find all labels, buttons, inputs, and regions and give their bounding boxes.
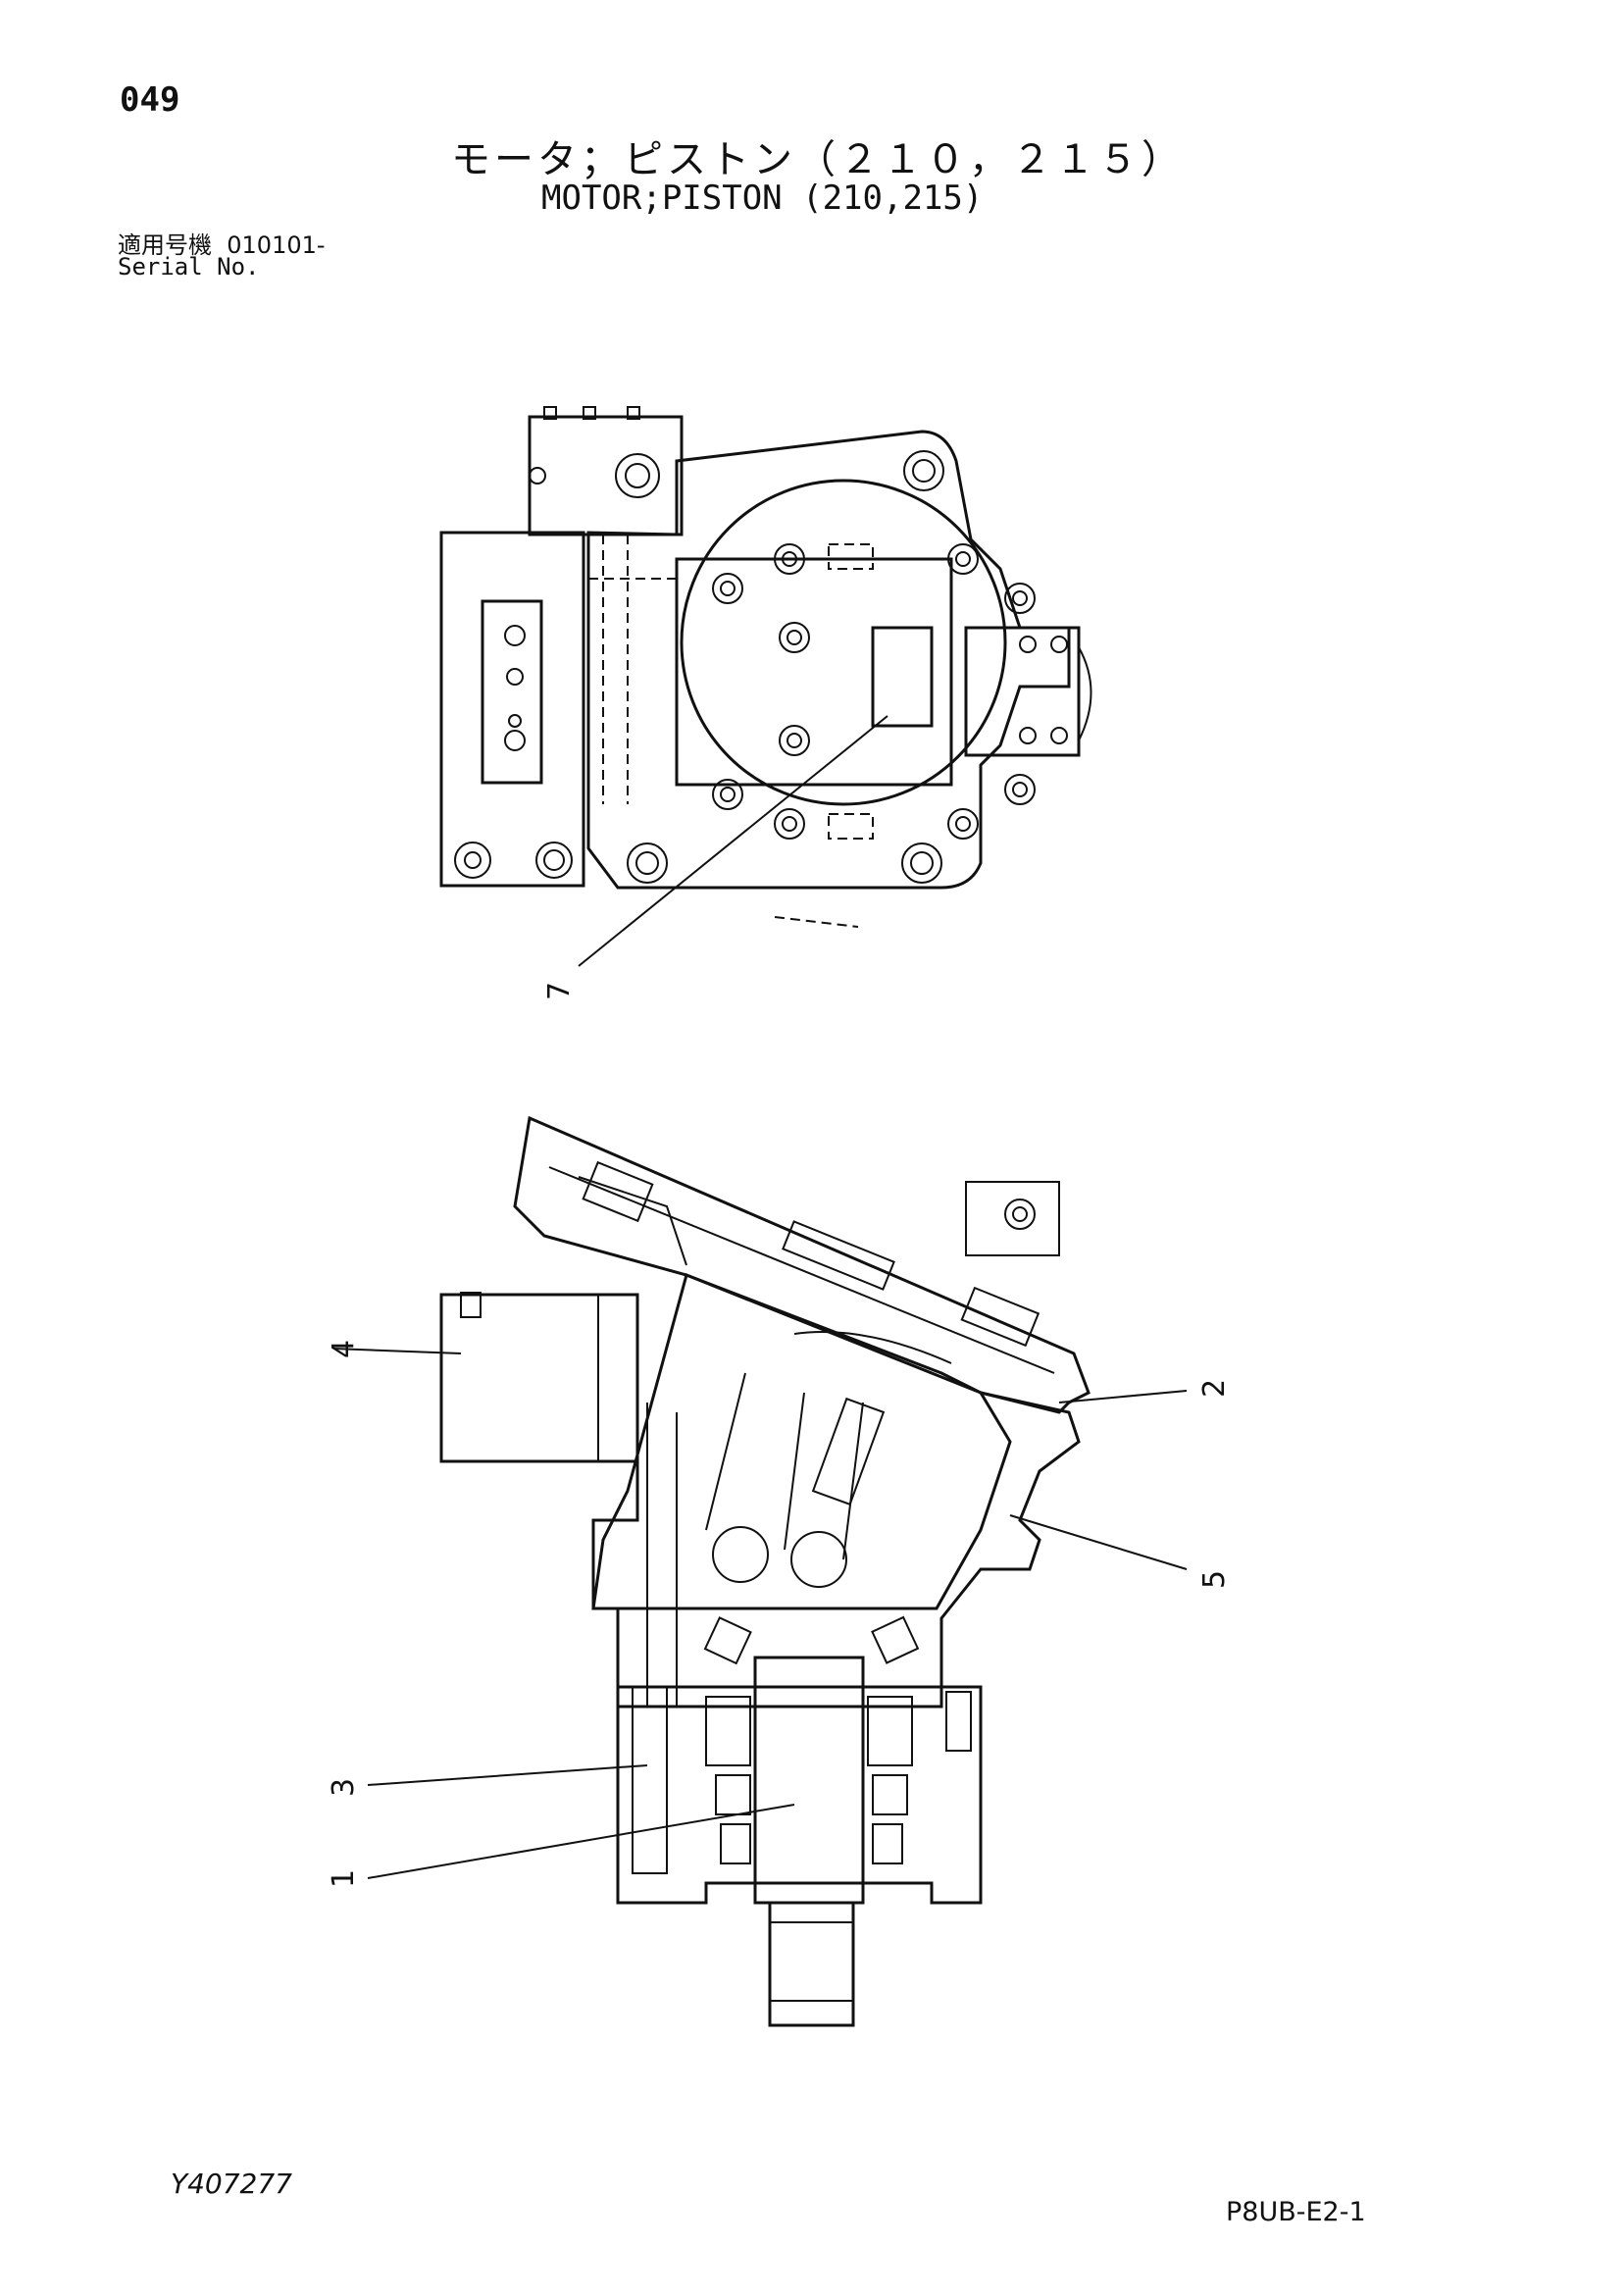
top-flange-outline [586, 430, 1071, 890]
leader-4 [332, 1348, 462, 1354]
motor-section-view: 4 2 5 3 1 [327, 1115, 1232, 2027]
section-shaft [753, 1656, 865, 1905]
top-valve-plate [481, 599, 543, 785]
callout-4: 4 [327, 1340, 361, 1358]
leader-1 [367, 1804, 795, 1879]
section-bearings [703, 1615, 920, 1864]
motor-top-view: 7 [439, 406, 1092, 1000]
top-bolts [627, 450, 1036, 884]
title-english: MOTOR;PISTON (210,215) [541, 179, 984, 218]
callout-7: 7 [542, 982, 577, 1000]
drawing-id: Y407277 [171, 2168, 292, 2200]
serial-value: 010101- [227, 231, 326, 259]
section-aux-block [439, 1293, 639, 1463]
callout-5: 5 [1197, 1570, 1232, 1589]
top-center-housing [680, 479, 1007, 806]
serial-label-english: Serial No. [118, 253, 260, 281]
leader-3 [367, 1764, 648, 1786]
title-japanese: モータ；ピストン（２１０，２１５） [451, 137, 1185, 182]
callout-1: 1 [327, 1869, 361, 1888]
section-lower-casing [616, 1685, 983, 1905]
serial-label-japanese: 適用号機 [118, 231, 212, 259]
top-name-plate [871, 626, 934, 728]
callout-3: 3 [327, 1778, 361, 1797]
page-number: 049 [120, 80, 180, 120]
section-shaft-end [768, 1901, 855, 2027]
leader-7 [578, 715, 888, 967]
callout-2: 2 [1197, 1379, 1232, 1398]
leader-5 [1009, 1514, 1188, 1570]
top-right-valve [964, 626, 1081, 757]
top-left-block [439, 531, 585, 888]
section-cylinder-block [591, 1272, 1012, 1610]
section-outer-housing [591, 1391, 1081, 1709]
sheet-code: P8UB-E2-1 [1226, 2197, 1366, 2227]
section-upper-housing [513, 1115, 1091, 1414]
top-center-cover [675, 557, 953, 787]
leader-2 [1058, 1390, 1188, 1403]
serial-row-japanese: 適用号機 010101- [118, 226, 326, 260]
